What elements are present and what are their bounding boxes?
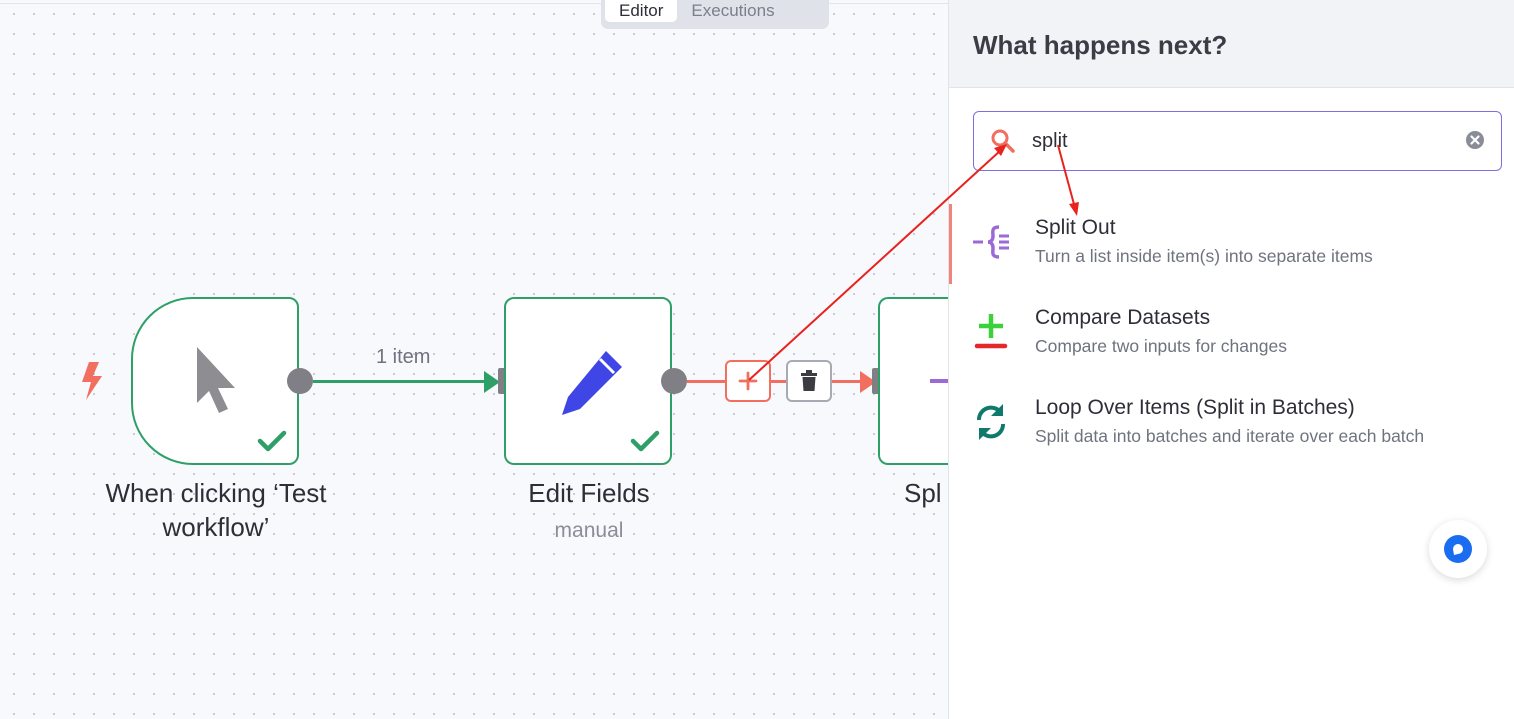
result-title: Split Out	[1035, 216, 1116, 239]
result-compare-datasets[interactable]: Compare Datasets Compare two inputs for …	[949, 294, 1514, 374]
result-description: Compare two inputs for changes	[1035, 336, 1287, 356]
clear-search-icon[interactable]	[1465, 130, 1485, 150]
success-check-icon	[630, 430, 660, 452]
cursor-icon	[197, 347, 235, 413]
chat-support-button[interactable]	[1429, 520, 1487, 578]
connection-line[interactable]	[313, 380, 489, 383]
panel-title: What happens next?	[949, 0, 1514, 88]
search-input[interactable]	[1032, 126, 1432, 156]
trigger-bolt-icon	[82, 362, 102, 400]
trigger-node-title: When clicking ‘Test workflow’	[105, 478, 327, 542]
result-title: Compare Datasets	[1035, 306, 1211, 329]
result-loop-over-items[interactable]: Loop Over Items (Split in Batches) Split…	[949, 384, 1514, 464]
result-split-out[interactable]: Split Out Turn a list inside item(s) int…	[949, 204, 1514, 284]
edit-fields-output-handle[interactable]	[661, 368, 687, 394]
delete-connection-button[interactable]	[786, 360, 832, 402]
chat-icon	[1444, 535, 1472, 563]
trash-icon	[801, 370, 817, 391]
connection-line-hovered[interactable]	[687, 380, 867, 383]
pencil-icon	[562, 351, 622, 415]
node-edit-fields[interactable]	[504, 297, 672, 465]
connection-arrow	[484, 371, 500, 393]
node-manual-trigger[interactable]	[131, 297, 299, 465]
canvas-top-border	[0, 3, 948, 4]
edit-fields-node-subtitle: manual	[554, 519, 624, 542]
insert-node-button[interactable]	[725, 360, 771, 402]
trigger-output-handle[interactable]	[287, 368, 313, 394]
result-description: Split data into batches and iterate over…	[1035, 426, 1425, 446]
tab-editor[interactable]: Editor	[605, 0, 678, 22]
compare-datasets-icon	[974, 314, 1008, 349]
split-node-icon	[930, 379, 948, 383]
split-node-title: Spl	[904, 478, 942, 508]
result-description: Turn a list inside item(s) into separate…	[1035, 246, 1373, 266]
success-check-icon	[257, 430, 287, 452]
result-title: Loop Over Items (Split in Batches)	[1035, 396, 1355, 419]
tab-executions[interactable]: Executions	[691, 1, 775, 20]
edit-fields-node-title: Edit Fields	[528, 478, 650, 508]
node-creator-panel: What happens next? Split Out Turn a list…	[948, 0, 1514, 719]
node-search-box[interactable]	[973, 111, 1502, 171]
loop-icon	[976, 404, 1006, 440]
split-out-icon	[973, 225, 1009, 259]
search-icon	[991, 129, 1015, 153]
view-tabs: Editor Executions	[601, 0, 829, 29]
plus-icon	[738, 371, 758, 391]
connection-item-count: 1 item	[376, 346, 431, 368]
